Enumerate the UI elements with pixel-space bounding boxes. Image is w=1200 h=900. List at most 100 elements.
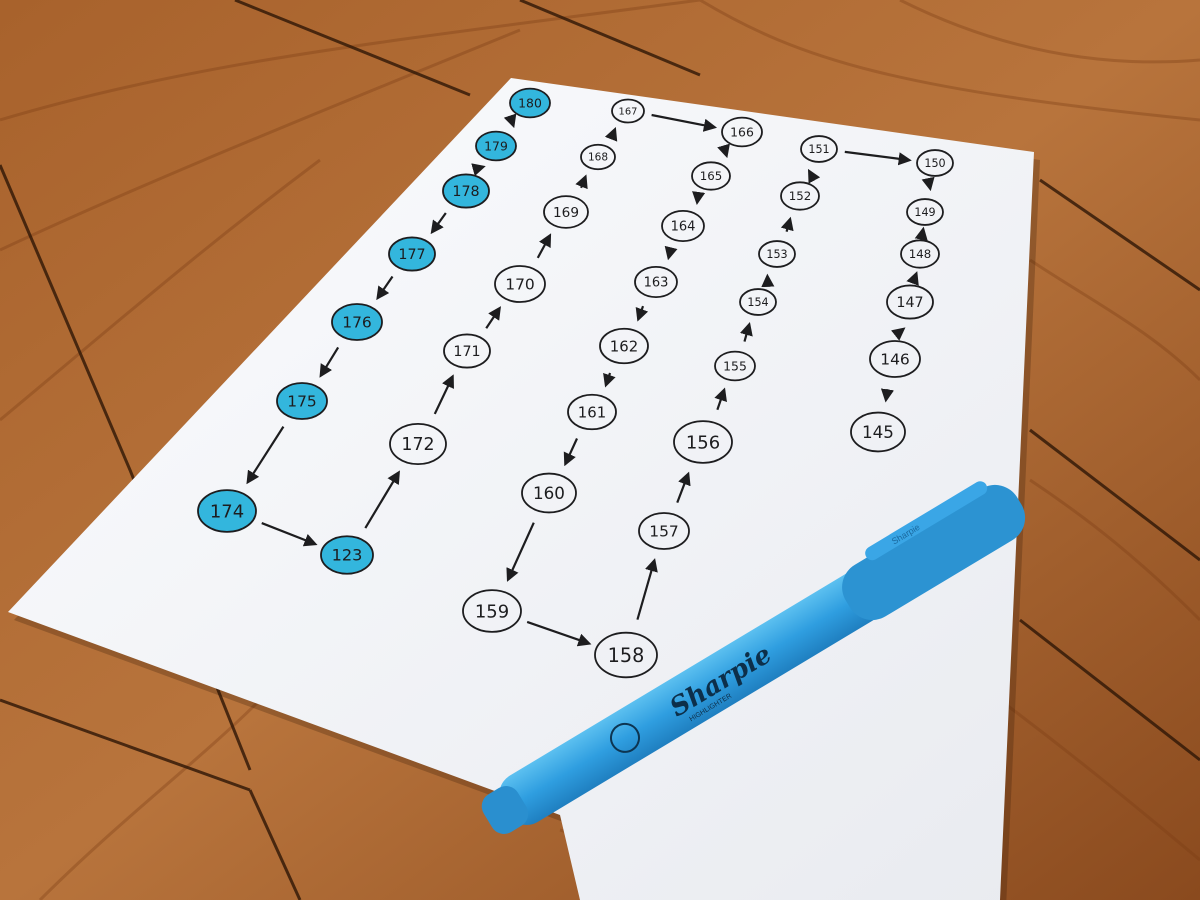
circle-outline xyxy=(661,209,705,243)
number-circle: 157 xyxy=(638,512,690,550)
marker-cap xyxy=(842,484,1026,621)
arrow xyxy=(676,471,691,503)
circle-number: 152 xyxy=(789,189,811,203)
arrow xyxy=(692,191,706,206)
circle-outline xyxy=(780,181,820,211)
arrow xyxy=(906,271,919,286)
arrow xyxy=(503,113,517,129)
highlighted-circle: 180 xyxy=(509,87,551,119)
circle-number: 163 xyxy=(644,276,669,291)
circle-outline xyxy=(599,327,649,365)
circle-number: 164 xyxy=(671,220,696,235)
number-circle: 170 xyxy=(494,265,546,303)
number-circle: 166 xyxy=(721,116,763,148)
arrow xyxy=(604,126,618,142)
circle-outline xyxy=(850,411,906,453)
arrow xyxy=(740,322,753,342)
highlighted-circle: 175 xyxy=(276,382,328,420)
circle-outline xyxy=(739,288,777,316)
circle-outline xyxy=(673,420,733,464)
number-circle: 146 xyxy=(869,340,921,378)
number-circle: 152 xyxy=(780,181,820,211)
arrow xyxy=(433,374,454,415)
circle-outline xyxy=(543,195,589,229)
circle-number: 157 xyxy=(649,523,679,541)
arrow xyxy=(376,275,394,301)
circle-number: 154 xyxy=(747,296,768,309)
number-circle: 161 xyxy=(567,393,617,431)
circle-number: 156 xyxy=(686,432,720,453)
number-circle: 145 xyxy=(850,411,906,453)
circle-number: 149 xyxy=(914,206,935,219)
arrow-layer xyxy=(246,113,935,647)
number-circle: 165 xyxy=(691,161,731,191)
arrow xyxy=(536,233,552,259)
circle-number: 174 xyxy=(210,501,244,522)
circle-outline xyxy=(567,393,617,431)
circle-outline xyxy=(388,236,436,272)
arrow xyxy=(651,113,718,132)
highlighted-circle: 177 xyxy=(388,236,436,272)
circle-outline xyxy=(443,333,491,369)
arrow xyxy=(319,346,340,378)
circle-number: 162 xyxy=(610,337,638,355)
circle-number: 151 xyxy=(808,143,829,156)
highlighted-circle: 176 xyxy=(331,303,383,341)
number-chain: 1801791781771761751741231721711701691681… xyxy=(197,87,954,679)
arrow xyxy=(891,327,906,341)
circle-number: 167 xyxy=(619,107,638,118)
number-circle: 155 xyxy=(714,350,756,382)
seal-logo-icon xyxy=(610,722,641,753)
number-circle: 164 xyxy=(661,209,705,243)
arrow xyxy=(844,150,912,166)
circle-number: 170 xyxy=(505,276,535,294)
circle-outline xyxy=(521,472,577,514)
arrow xyxy=(506,522,535,582)
marker-clip xyxy=(865,481,988,561)
circle-outline xyxy=(494,265,546,303)
number-circle: 171 xyxy=(443,333,491,369)
arrow xyxy=(880,388,895,403)
circle-number: 180 xyxy=(518,95,542,110)
number-circle: 147 xyxy=(886,284,934,320)
arrow xyxy=(485,306,501,329)
circle-number: 145 xyxy=(862,422,894,442)
arrow xyxy=(364,470,400,529)
number-circle: 169 xyxy=(543,195,589,229)
circle-number: 166 xyxy=(730,124,754,139)
circle-outline xyxy=(886,284,934,320)
highlighted-circle: 178 xyxy=(442,173,490,209)
circle-outline xyxy=(442,173,490,209)
arrow xyxy=(261,522,318,547)
arrow xyxy=(526,620,592,647)
circle-number: 155 xyxy=(723,358,747,373)
number-circle: 158 xyxy=(594,631,658,679)
circle-outline xyxy=(691,161,731,191)
arrow xyxy=(664,245,678,261)
circle-number: 165 xyxy=(700,169,722,183)
circle-outline xyxy=(594,631,658,679)
arrow xyxy=(563,438,578,467)
number-circle: 149 xyxy=(906,198,944,226)
circle-outline xyxy=(276,382,328,420)
number-circle: 154 xyxy=(739,288,777,316)
circle-number: 146 xyxy=(880,351,910,369)
circle-outline xyxy=(462,589,522,633)
circle-number: 160 xyxy=(533,483,565,503)
arrow xyxy=(714,387,727,411)
circle-number: 169 xyxy=(553,205,579,221)
circle-outline xyxy=(475,130,517,162)
number-circle: 160 xyxy=(521,472,577,514)
number-circle: 167 xyxy=(611,98,645,124)
arrow xyxy=(780,216,794,232)
number-circle: 172 xyxy=(389,422,447,466)
arrow xyxy=(575,174,588,190)
arrow xyxy=(807,168,821,184)
circle-number: 168 xyxy=(588,152,608,164)
arrow xyxy=(635,305,649,322)
circle-number: 171 xyxy=(453,344,480,360)
circle-outline xyxy=(900,239,940,269)
circle-number: 175 xyxy=(287,393,317,411)
circle-number: 159 xyxy=(475,601,509,622)
